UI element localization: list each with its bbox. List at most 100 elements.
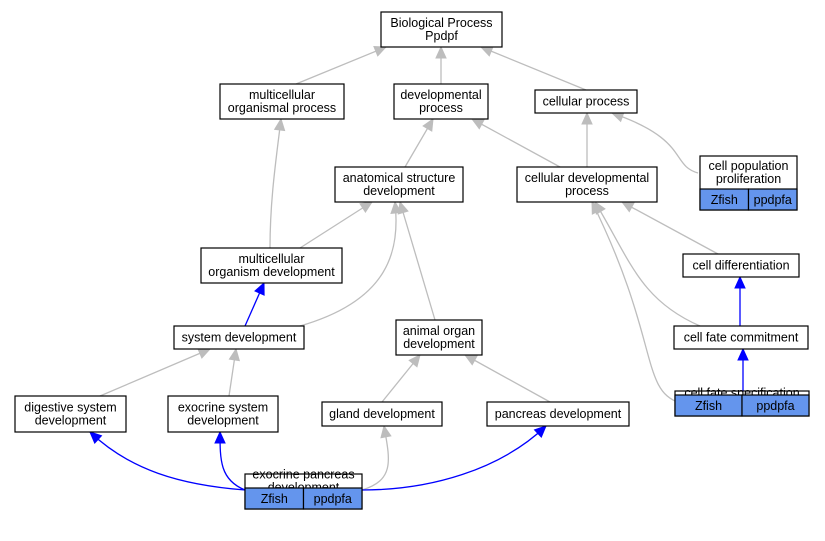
node-label: cell differentiation	[692, 259, 789, 273]
node-box	[167, 395, 279, 433]
node-label: process	[419, 101, 463, 115]
gene-tag[interactable]	[302, 487, 363, 510]
arrowhead-icon	[435, 45, 447, 59]
edge-line	[361, 425, 547, 491]
arrowhead-icon	[581, 111, 593, 125]
node-label: digestive system	[24, 401, 116, 415]
node-cd[interactable]: cell differentiation	[682, 253, 800, 278]
edge-esd-to-sd	[228, 347, 241, 397]
species-tag-label: Zfish	[711, 193, 738, 207]
arrowhead-icon	[422, 117, 434, 132]
node-label: animal organ	[403, 324, 475, 338]
node-box	[334, 166, 464, 203]
edge-epd-to-esd	[214, 430, 246, 491]
arrowhead-icon	[254, 281, 265, 296]
edge-mod-to-asd	[299, 201, 374, 249]
node-label: cell population	[709, 159, 789, 173]
node-cp[interactable]: cellular process	[534, 89, 638, 114]
node-epd[interactable]: exocrine pancreasdevelopmentZfishppdpfa	[244, 468, 363, 510]
edge-epd-to-gd	[361, 424, 392, 491]
arrowhead-icon	[359, 201, 374, 214]
node-label: multicellular	[239, 252, 305, 266]
node-label: proliferation	[716, 172, 781, 186]
arrowhead-icon	[228, 347, 241, 362]
edge-line	[299, 201, 373, 249]
node-box	[393, 83, 489, 120]
node-label: organism development	[208, 265, 335, 279]
node-label: cell fate commitment	[684, 331, 799, 345]
node-label: organismal process	[228, 101, 336, 115]
arrowhead-icon	[533, 425, 547, 439]
node-box	[380, 11, 503, 48]
node-cfc[interactable]: cell fate commitment	[673, 325, 809, 350]
arrowhead-icon	[89, 431, 103, 445]
node-box	[173, 325, 305, 350]
node-label: development	[403, 337, 475, 351]
arrowhead-icon	[197, 348, 212, 359]
node-label: multicellular	[249, 88, 315, 102]
edge-line	[99, 348, 211, 397]
node-sd[interactable]: system development	[173, 325, 305, 350]
edge-line	[621, 201, 719, 255]
node-label: Ppdpf	[425, 29, 458, 43]
edge-gd-to-aod	[381, 354, 421, 403]
gene-tag-label: ppdpfa	[314, 492, 352, 506]
edge-cfs-to-cfc	[737, 347, 749, 391]
node-label: process	[565, 184, 609, 198]
edge-cdp-to-dp	[470, 118, 561, 168]
edge-dp-to-bp	[435, 45, 447, 84]
edge-line	[591, 201, 681, 404]
arrowhead-icon	[734, 275, 746, 289]
edge-asd-to-dp	[404, 117, 434, 168]
arrowhead-icon	[373, 46, 388, 57]
arrowhead-icon	[273, 117, 286, 132]
node-box	[14, 395, 127, 433]
node-label: cellular developmental	[525, 171, 649, 185]
edge-epd-to-dsd	[89, 431, 246, 491]
node-box	[673, 325, 809, 350]
node-label: cellular process	[543, 95, 630, 109]
arrowhead-icon	[214, 430, 226, 444]
arrowhead-icon	[470, 118, 485, 130]
node-label: exocrine system	[178, 401, 268, 415]
node-label: developmental	[400, 88, 481, 102]
edge-cpp-to-cp	[610, 111, 699, 174]
edge-layer	[89, 45, 749, 491]
gene-tag[interactable]	[741, 394, 810, 417]
node-box	[534, 89, 638, 114]
edge-line	[471, 118, 561, 168]
arrowhead-icon	[408, 354, 421, 368]
node-box	[219, 83, 345, 120]
node-gd[interactable]: gland development	[321, 401, 443, 427]
species-tag-label: Zfish	[695, 399, 722, 413]
edge-pd-to-aod	[463, 354, 551, 403]
edge-cp-to-bp	[479, 46, 587, 91]
node-label: pancreas development	[495, 407, 622, 421]
edge-cdp-to-cp	[581, 111, 593, 167]
arrowhead-icon	[737, 347, 749, 361]
node-label: anatomical structure	[343, 171, 456, 185]
node-label: system development	[182, 331, 297, 345]
node-pd[interactable]: pancreas development	[486, 401, 630, 427]
edge-dsd-to-sd	[99, 348, 212, 397]
gene-tag[interactable]	[747, 188, 798, 211]
arrowhead-icon	[479, 46, 494, 57]
edge-sd-to-mod	[244, 281, 265, 327]
edge-line	[464, 354, 551, 403]
arrowhead-icon	[620, 201, 635, 213]
node-label: development	[187, 414, 259, 428]
gene-tag-label: ppdpfa	[754, 193, 792, 207]
arrowhead-icon	[463, 354, 478, 366]
